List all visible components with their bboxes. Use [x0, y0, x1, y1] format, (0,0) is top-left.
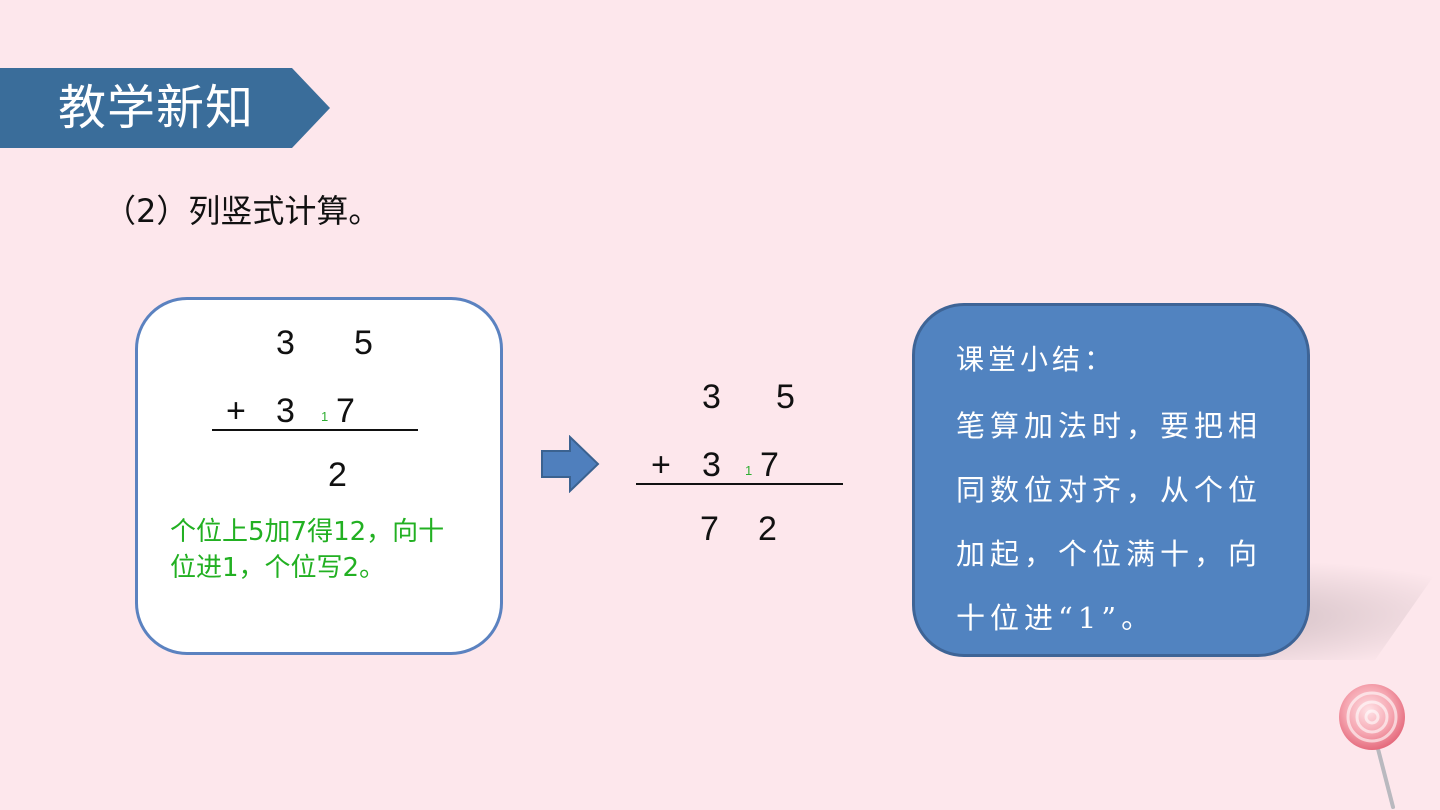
problem-subtitle: （2）列竖式计算。 — [104, 192, 381, 230]
addend2-ones: 7 — [760, 446, 779, 484]
addend2-tens: 3 — [276, 392, 295, 430]
explanation-text: 个位上5加7得12，向十位进1，个位写2。 — [170, 517, 445, 583]
plus-sign: + — [226, 392, 246, 430]
addend1-tens: 3 — [276, 324, 295, 362]
summary-card — [912, 303, 1310, 657]
lollipop-icon — [1339, 684, 1405, 809]
addend1-ones: 5 — [776, 378, 795, 416]
sum-line — [636, 483, 843, 485]
result-ones: 2 — [328, 456, 347, 494]
sum-line — [212, 429, 418, 431]
section-banner: 教学新知 — [0, 68, 330, 148]
summary-body: 笔算加法时，要把相同数位对齐，从个位加起，个位满十，向十位进“1”。 — [956, 409, 1263, 635]
addend1-ones: 5 — [354, 324, 373, 362]
result-ones: 2 — [758, 510, 777, 548]
carry-digit: 1 — [321, 409, 329, 424]
summary-title: 课堂小结： — [956, 343, 1117, 376]
right-arrow-icon — [541, 435, 600, 493]
result-tens: 7 — [700, 510, 719, 548]
addend1-tens: 3 — [702, 378, 721, 416]
partial-calculation-card — [135, 297, 503, 655]
addend2-ones: 7 — [336, 392, 355, 430]
section-title: 教学新知 — [58, 80, 255, 136]
plus-sign: + — [651, 446, 671, 484]
addend2-tens: 3 — [702, 446, 721, 484]
carry-digit: 1 — [745, 463, 753, 478]
